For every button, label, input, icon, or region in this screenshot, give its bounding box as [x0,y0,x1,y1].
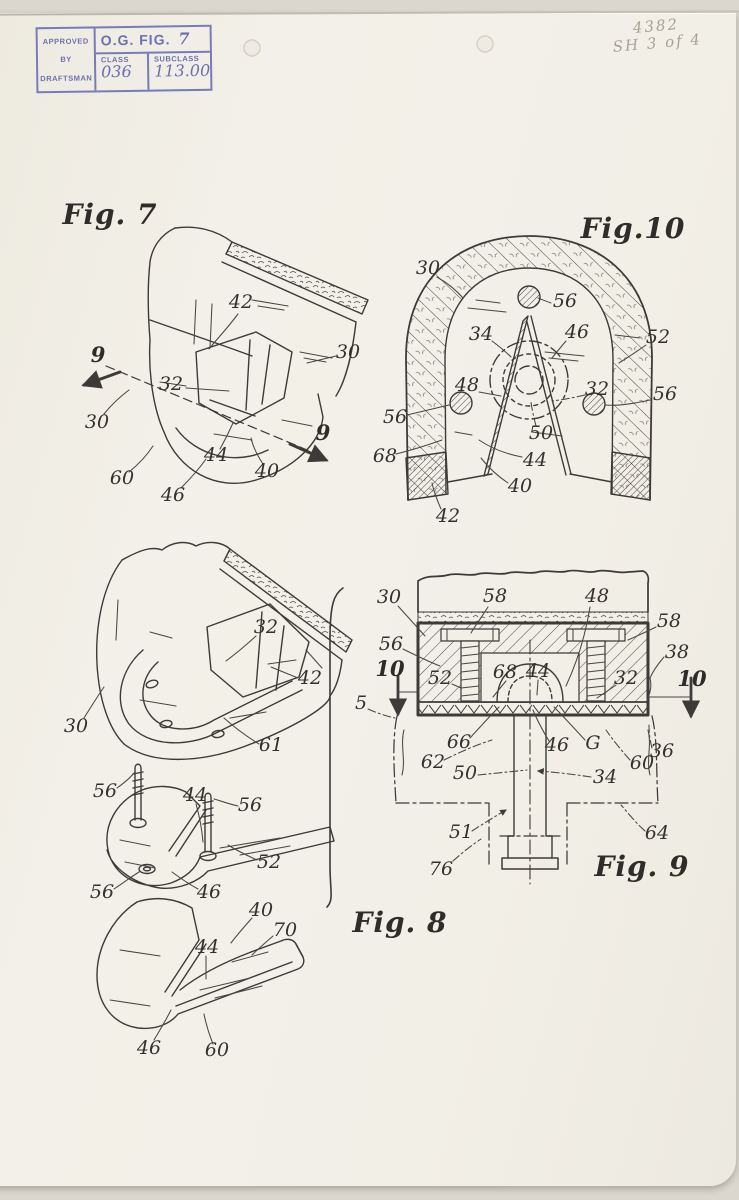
ref-60: 60 [630,752,654,774]
ref-40: 40 [254,460,279,482]
ref-44: 44 [194,936,219,958]
ref-58: 58 [483,585,507,607]
ref-56: 56 [93,780,117,802]
ref-64: 64 [645,822,669,844]
ref-60: 60 [205,1039,229,1061]
ref-56: 56 [553,290,577,312]
ref-68: 68 [493,661,517,683]
ref-32: 32 [585,378,609,400]
ref-30: 30 [85,411,109,433]
ref-76: 76 [429,858,453,880]
section-line-10: 10 [375,656,405,681]
ref-46: 46 [544,734,569,756]
ref-30: 30 [377,586,401,608]
fig7-title: Fig. 7 [61,198,157,231]
ref-48: 48 [584,585,609,607]
ref-44: 44 [525,660,550,682]
ref-61: 61 [259,734,283,756]
ref-44: 44 [203,444,228,466]
fig8-title: Fig. 8 [351,906,447,939]
ref-68: 68 [373,445,397,467]
ref-66: 66 [447,731,471,753]
fig9-title: Fig. 9 [593,850,689,883]
section-line-9: 9 [316,420,331,445]
ref-50: 50 [529,422,553,444]
ref-56: 56 [238,794,262,816]
ref-40: 40 [507,475,532,497]
ref-44: 44 [182,784,207,806]
ref-58: 58 [657,610,681,632]
ref-52: 52 [428,667,452,689]
ref-5: 5 [355,692,367,714]
ref-60: 60 [110,467,134,489]
fig8-line-art [83,541,353,1045]
fig7-line-art [81,226,369,489]
section-line-9: 9 [91,342,106,367]
ref-51: 51 [449,821,473,843]
fig10-title: Fig.10 [580,212,686,245]
ref-56: 56 [383,406,407,428]
ref-42: 42 [297,667,322,689]
ref-62: 62 [421,751,445,773]
ref-34: 34 [593,766,617,788]
ref-30: 30 [416,257,440,279]
punch-hole-right [476,35,494,53]
ref-42: 42 [228,291,253,313]
ref-50: 50 [453,762,477,784]
ref-36: 36 [650,740,674,762]
fig10-line-art [395,235,653,510]
ref-46: 46 [564,321,589,343]
ref-32: 32 [614,667,638,689]
ref-56: 56 [379,633,403,655]
ref-30: 30 [336,341,360,363]
punch-hole-left [243,39,261,57]
ref-46: 46 [136,1037,161,1059]
ref-46: 46 [160,484,185,506]
ref-52: 52 [257,851,281,873]
ref-32: 32 [254,616,278,638]
fig9-phantom-outline [393,715,659,869]
ref-30: 30 [64,715,88,737]
ref-56: 56 [653,383,677,405]
ref-46: 46 [196,881,221,903]
ref-56: 56 [90,881,114,903]
fig9-line-art [367,569,701,885]
section-line-10: 10 [677,666,707,691]
ref-G: G [585,732,600,754]
ref-42: 42 [435,505,460,527]
ref-32: 32 [159,373,183,395]
ref-48: 48 [454,374,479,396]
patent-sheet-paper [0,13,736,1186]
ref-38: 38 [665,641,689,663]
ref-34: 34 [469,323,493,345]
ref-44: 44 [522,449,547,471]
ref-52: 52 [646,326,670,348]
ref-70: 70 [273,919,297,941]
ref-40: 40 [248,899,273,921]
